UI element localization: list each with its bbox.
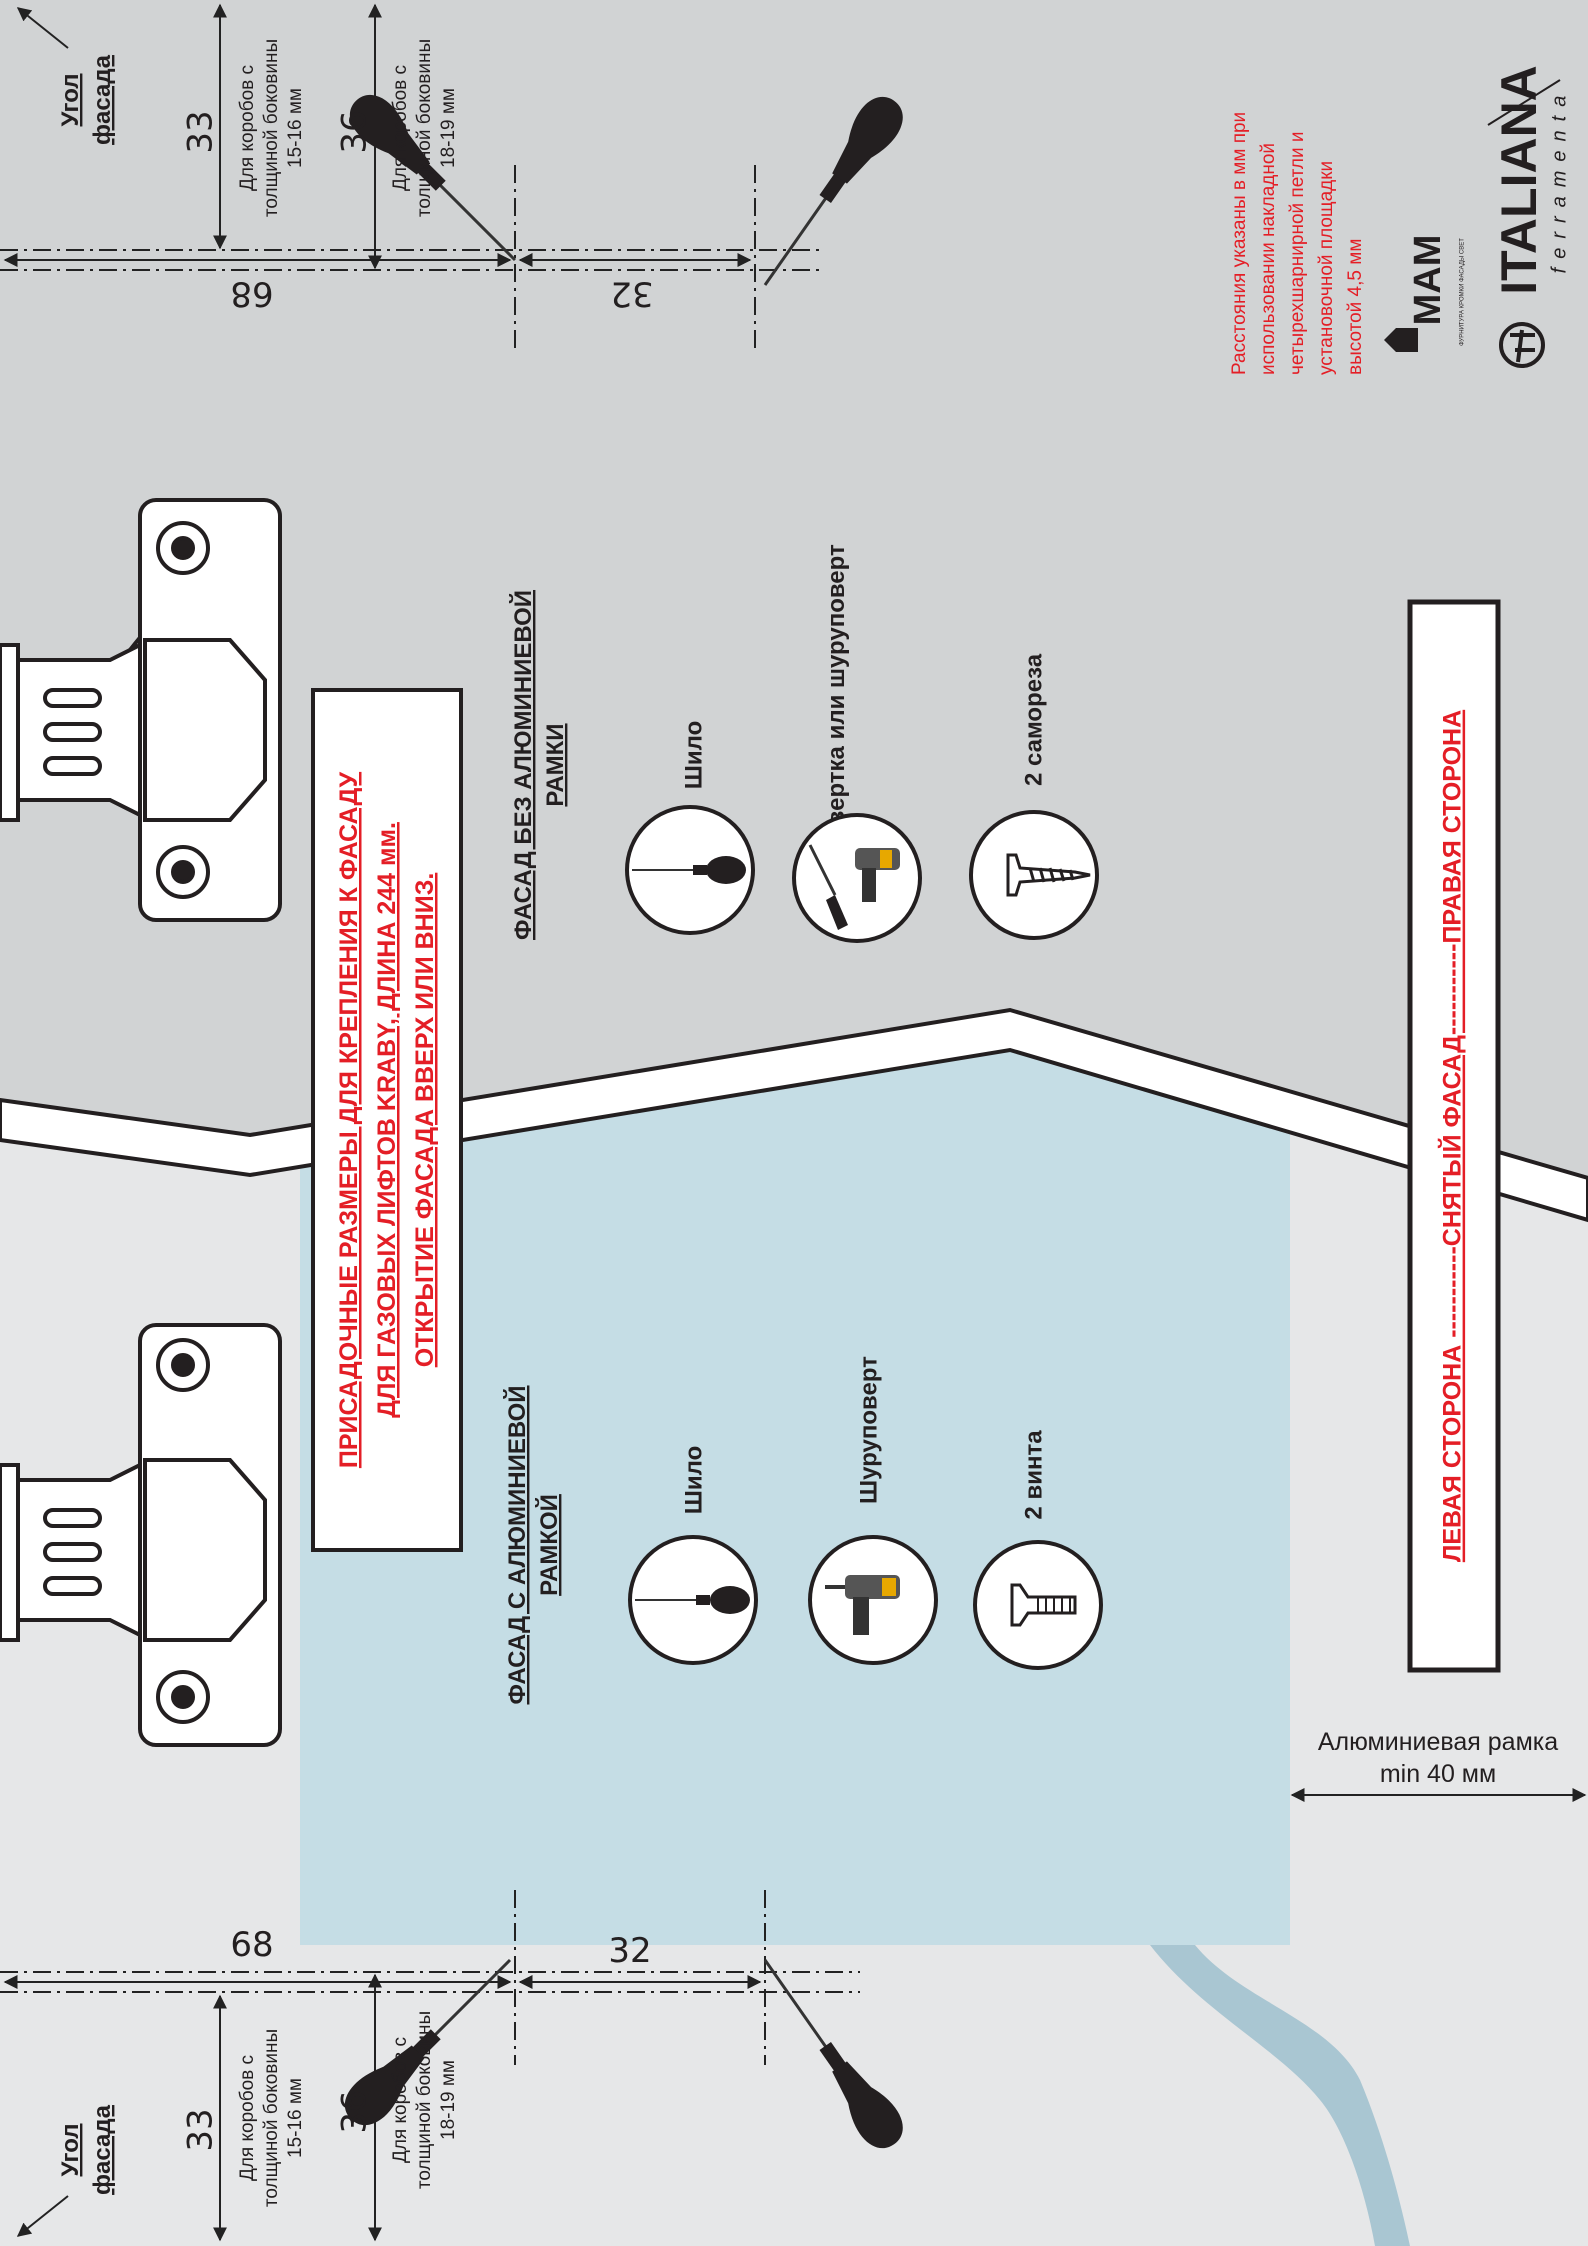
bottom-note-15-16: Для коробов с толщиной боковины 15-16 мм: [237, 2029, 306, 2207]
bottom-dim-36: 36: [335, 2090, 375, 2133]
banner-line-2: ДЛЯ ГАЗОВЫХ ЛИФТОВ KRABY, ДЛИНА 244 мм.: [373, 822, 401, 1418]
svg-text:Угол: Угол: [57, 2123, 84, 2176]
svg-text:15-16 мм: 15-16 мм: [285, 2078, 306, 2158]
bottom-tool-screws: 2 винта: [973, 1430, 1103, 1670]
svg-text:ФАСАД С АЛЮМИНИЕВОЙ: ФАСАД С АЛЮМИНИЕВОЙ: [503, 1385, 531, 1704]
svg-text:Для коробов с: Для коробов с: [237, 2055, 258, 2181]
bottom-tool-drill: Шуруповерт: [808, 1356, 938, 1665]
break-band: [0, 1007, 1588, 1223]
svg-text:РАМКОЙ: РАМКОЙ: [535, 1494, 563, 1596]
svg-text:ferramenta: ferramenta: [1548, 87, 1570, 274]
mam-house-icon: [1384, 328, 1418, 352]
bottom-dimension-lines: [0, 1788, 1587, 2242]
top-dim-32: 32: [610, 274, 653, 314]
main-banner: ПРИСАДОЧНЫЕ РАЗМЕРЫ ДЛЯ КРЕПЛЕНИЯ К ФАСА…: [311, 688, 463, 1552]
aqua-panel: [300, 1040, 1290, 1945]
svg-text:четырехшарнирной петли и: четырехшарнирной петли и: [1287, 131, 1308, 375]
svg-text:min 40 мм: min 40 мм: [1380, 1760, 1496, 1788]
svg-text:15-16 мм: 15-16 мм: [285, 88, 306, 168]
top-dim-68: 68: [230, 274, 273, 314]
svg-text:Расстояния указаны в мм при: Расстояния указаны в мм при: [1229, 112, 1250, 375]
top-dim-33: 33: [181, 110, 221, 153]
top-dim-36: 36: [335, 110, 375, 153]
bottom-section-title: ФАСАД С АЛЮМИНИЕВОЙ РАМКОЙ: [503, 1385, 563, 1704]
svg-text:Шуруповерт: Шуруповерт: [855, 1356, 882, 1504]
banner-line-3: ОТКРЫТИЕ ФАСАДА ВВЕРХ ИЛИ ВНИЗ.: [411, 873, 439, 1368]
top-tool-screwdriver: Отвертка или шуруповерт: [792, 544, 922, 943]
hinge-top: [0, 498, 282, 922]
svg-text:2 винта: 2 винта: [1020, 1430, 1047, 1520]
svg-text:использовании накладной: использовании накладной: [1258, 143, 1279, 375]
svg-text:2 самореза: 2 самореза: [1020, 653, 1047, 786]
svg-text:Для коробов с: Для коробов с: [390, 2037, 411, 2163]
awl-bottom-right: [763, 1959, 903, 2149]
svg-text:толщиной боковины: толщиной боковины: [414, 39, 435, 217]
banner-line-1: ПРИСАДОЧНЫЕ РАЗМЕРЫ ДЛЯ КРЕПЛЕНИЯ К ФАСА…: [335, 771, 363, 1468]
top-note-15-16: Для коробов с толщиной боковины 15-16 мм: [237, 39, 306, 217]
screwdriver-drill-icon: [792, 813, 922, 943]
bottom-note-18-19: Для коробов с толщиной боковины 18-19 мм: [390, 2011, 459, 2189]
top-tool-screws: 2 самореза: [969, 653, 1099, 940]
svg-text:ФУРНИТУРА КРОМКИ ФАСАДЫ СВЕТ: ФУРНИТУРА КРОМКИ ФАСАДЫ СВЕТ: [1460, 238, 1466, 346]
svg-text:MAM: MAM: [1407, 235, 1449, 326]
svg-text:толщиной боковины: толщиной боковины: [261, 39, 282, 217]
drill-icon: [808, 1535, 938, 1665]
awl-bottom-left: [344, 1958, 512, 2126]
svg-text:Шило: Шило: [680, 721, 707, 789]
svg-text:18-19 мм: 18-19 мм: [438, 2060, 459, 2140]
top-section-title: ФАСАД БЕЗ АЛЮМИНИЕВОЙ РАМКИ: [509, 590, 569, 940]
side-banner: ЛЕВАЯ СТОРОНА -----------СНЯТЫЙ ФАСАД---…: [1407, 599, 1501, 1673]
svg-text:Алюминиевая рамка: Алюминиевая рамка: [1318, 1728, 1558, 1756]
svg-text:ITALIANA: ITALIANA: [1491, 65, 1547, 295]
awl-top-right: [763, 96, 903, 286]
top-corner-label: Угол фасада: [57, 54, 116, 145]
italiana-swoosh-icon: [1487, 79, 1561, 126]
svg-text:Для коробов с: Для коробов с: [390, 65, 411, 191]
svg-text:18-19 мм: 18-19 мм: [438, 88, 459, 168]
svg-text:Отвертка или шуруповерт: Отвертка или шуруповерт: [823, 544, 850, 856]
bottom-tool-awl: Шило: [628, 1446, 758, 1665]
mam-logo: MAM ФУРНИТУРА КРОМКИ ФАСАДЫ СВЕТ: [1384, 235, 1466, 352]
svg-text:фасада: фасада: [89, 54, 116, 145]
hinge-bottom: [0, 1323, 282, 1747]
svg-text:толщиной боковины: толщиной боковины: [261, 2029, 282, 2207]
svg-text:Угол: Угол: [57, 73, 84, 126]
svg-text:Для коробов с: Для коробов с: [237, 65, 258, 191]
bottom-dim-68: 68: [230, 1925, 273, 1965]
svg-text:РАМКИ: РАМКИ: [542, 723, 569, 806]
svg-text:установочной площадки: установочной площадки: [1316, 161, 1337, 375]
svg-text:ФАСАД БЕЗ АЛЮМИНИЕВОЙ: ФАСАД БЕЗ АЛЮМИНИЕВОЙ: [509, 590, 537, 940]
svg-text:ЛЕВАЯ СТОРОНА -----------СНЯТЫ: ЛЕВАЯ СТОРОНА -----------СНЯТЫЙ ФАСАД---…: [1437, 710, 1467, 1562]
bottom-corner-label: Угол фасада: [57, 2104, 116, 2195]
svg-text:высотой 4,5 мм: высотой 4,5 мм: [1345, 239, 1366, 375]
awl-top-left: [349, 94, 517, 262]
stream: [1150, 1945, 1410, 2246]
svg-text:толщиной боковины: толщиной боковины: [414, 2011, 435, 2189]
bottom-dim-32: 32: [608, 1931, 651, 1971]
svg-text:фасада: фасада: [89, 2104, 116, 2195]
top-note-18-19: Для коробов с толщиной боковины 18-19 мм: [390, 39, 459, 217]
svg-text:Шило: Шило: [680, 1446, 707, 1514]
top-tool-awl: Шило: [625, 721, 755, 935]
italiana-logo: ITALIANA ferramenta: [1487, 65, 1570, 368]
dimension-note: Расстояния указаны в мм при использовани…: [1229, 112, 1366, 375]
bottom-dim-33: 33: [181, 2108, 221, 2151]
italiana-emblem-icon: [1499, 322, 1545, 368]
frame-note: Алюминиевая рамка min 40 мм: [1318, 1728, 1558, 1788]
